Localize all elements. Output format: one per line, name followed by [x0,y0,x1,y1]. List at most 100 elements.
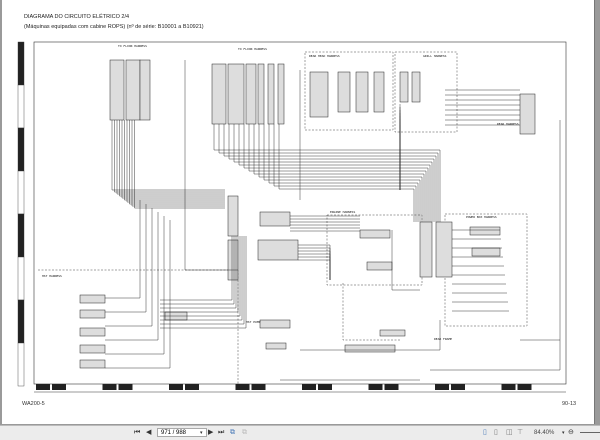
connector [366,261,393,271]
wire [114,120,225,193]
connector [139,59,151,121]
connector [257,63,265,125]
scale-block [235,384,250,390]
page-title: DIAGRAMA DO CIRCUITO ELÉTRICO 2/4 [24,14,130,20]
connector [373,71,385,113]
wire [263,124,421,222]
wire [160,236,239,313]
scale-block [17,213,25,258]
connector [259,319,291,329]
wire [430,120,561,371]
continuous-view-icon[interactable]: ▯ [494,429,498,436]
wire [129,120,225,205]
single-page-view-icon[interactable]: ▯ [483,429,487,436]
connector [379,329,406,337]
connector [227,63,245,125]
connector [211,63,227,125]
last-page-button[interactable]: ⏭ [218,429,225,436]
page-number-input[interactable]: 971 / 988 [157,428,207,437]
zoom-slider[interactable] [580,432,600,433]
wire [300,320,441,351]
wire [105,200,141,299]
wire [399,119,520,190]
connector [109,59,125,121]
connector [259,211,291,227]
wire [119,120,225,197]
wire [399,124,520,190]
wire [290,230,360,280]
connector [79,359,106,369]
scale-block [517,384,532,390]
zoom-dropdown-icon[interactable]: ▾ [562,430,565,436]
first-page-button[interactable]: ⏮ [134,429,141,436]
wire [160,236,245,325]
connector [309,71,329,118]
scale-block [36,384,50,390]
wire [228,124,435,222]
connector [469,226,501,236]
wire [248,124,427,222]
wire [116,120,225,195]
wire [399,94,520,190]
scale-block [169,384,183,390]
zoom-level[interactable]: 84.40% [534,430,555,436]
scale-block [17,41,25,86]
wire [223,124,437,222]
label-to-floor-harness-mid: TO FLOOR HARNESS [238,47,267,51]
wires [105,60,561,381]
scale-block [118,384,133,390]
document-page: DIAGRAMA DO CIRCUITO ELÉTRICO 2/4 (Máqui… [2,0,595,424]
zoom-out-button[interactable]: ⊖ [568,429,574,436]
wire [399,104,520,190]
connector [79,294,106,304]
previous-view-icon[interactable]: ⧉ [230,429,235,436]
facing-view-icon[interactable]: ◫ [506,429,513,436]
next-page-button[interactable]: ▶ [208,429,214,436]
connector [265,342,287,350]
wire [111,120,225,191]
wire [218,124,439,222]
wire [160,236,235,305]
wire [105,216,165,355]
wire [253,124,425,222]
scale-block [251,384,266,390]
wire [399,99,520,190]
wire [160,236,233,301]
wire [391,230,420,291]
page-number-value: 971 / 988 [161,430,187,436]
connector [419,221,433,278]
wire [124,120,225,201]
connector [411,71,421,103]
wire [238,124,431,222]
scale-block [185,384,199,390]
page-dropdown-icon[interactable]: ▾ [200,430,203,436]
connector [227,239,239,281]
connector [359,229,391,239]
scale-block [384,384,399,390]
wire [233,124,433,222]
scale-block [318,384,332,390]
connector [227,195,239,237]
wire [258,124,423,222]
connector [471,247,501,257]
next-view-icon[interactable]: ⧉ [242,429,247,436]
wire [160,236,247,329]
label-hst-pump: HST PUMP [246,320,261,324]
connector [79,309,106,319]
wire [121,120,225,199]
scale-block [17,299,25,344]
scale-block [17,342,25,387]
wire [105,208,153,327]
connector [277,63,285,125]
label-rear-head-harness: REAR HEAD HARNESS [309,54,340,58]
grid-scale-bottom [36,384,532,390]
connector [519,93,536,135]
wire [290,221,360,280]
scale-block [102,384,117,390]
continuous-facing-view-icon[interactable]: ⊤ [517,429,524,436]
harness-labels: TO FLOOR HARNESS TO FLOOR HARNESS REAR H… [42,44,519,341]
diagram-frame [33,41,567,393]
previous-page-button[interactable]: ◀ [146,429,152,436]
footer-page-number: 90-13 [562,401,577,407]
scale-block [17,127,25,172]
